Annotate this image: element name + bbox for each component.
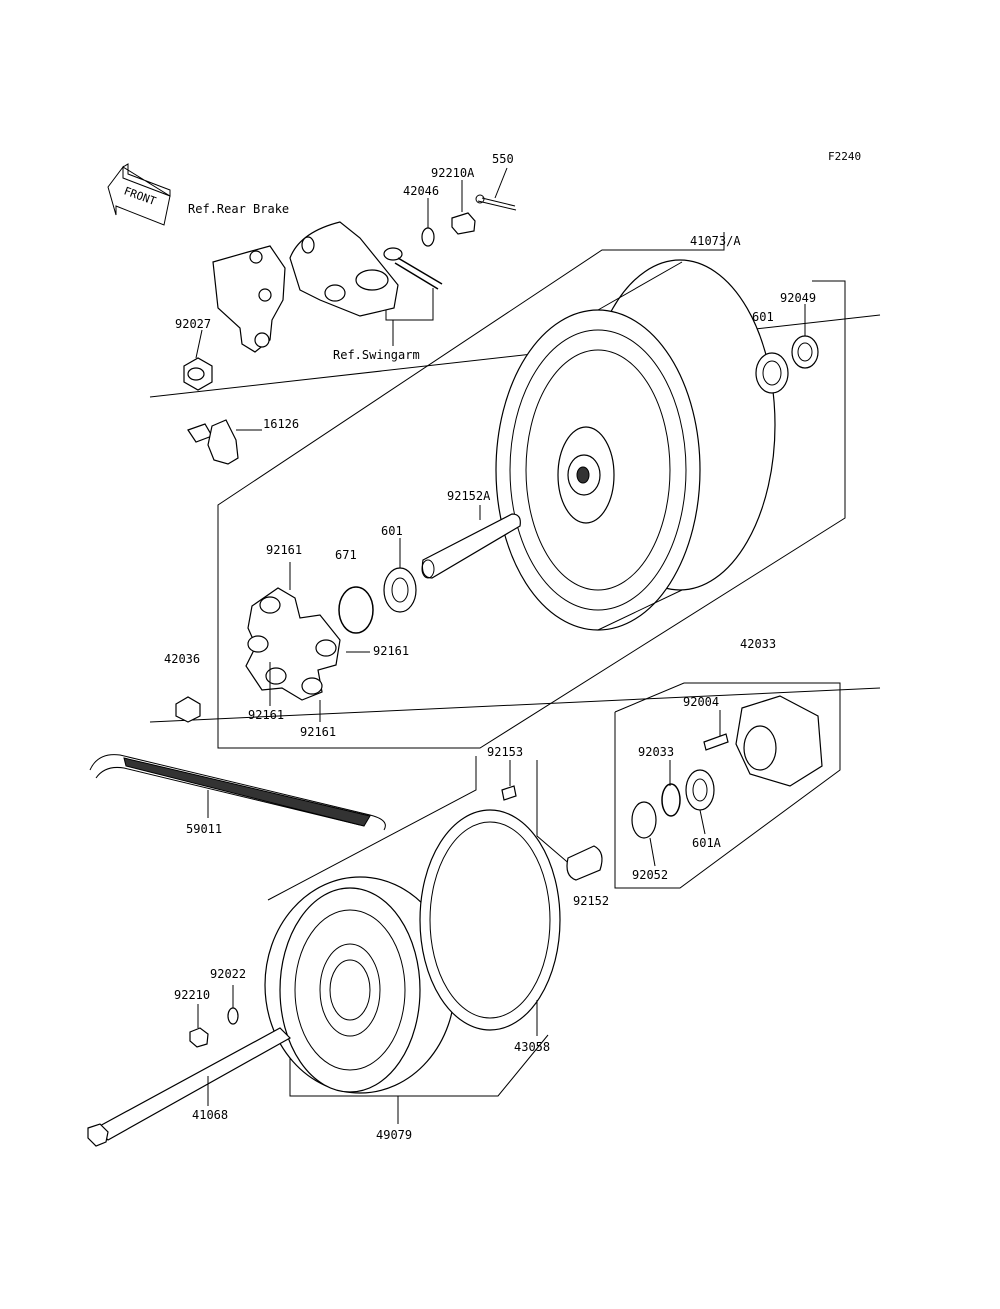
part-label-601-mid[interactable]: 601 — [381, 524, 403, 538]
part-label-59011[interactable]: 59011 — [186, 822, 223, 836]
rear-wheel — [495, 259, 776, 631]
cotter-pin-550 — [475, 194, 517, 211]
front-arrow-label: FRONT — [122, 184, 158, 208]
part-label-92153[interactable]: 92153 — [487, 745, 524, 759]
leader-lines — [195, 167, 806, 1124]
part-label-92004[interactable]: 92004 — [683, 695, 720, 709]
wheel-group-outline — [217, 232, 846, 749]
collar-42036 — [175, 696, 201, 723]
part-label-92052[interactable]: 92052 — [632, 868, 669, 882]
figure-code: F2240 — [828, 150, 862, 163]
part-label-92161-d[interactable]: 92161 — [300, 725, 337, 739]
part-label-601a[interactable]: 601A — [692, 836, 721, 850]
o-ring-671 — [338, 586, 374, 634]
bearing-601-mid — [383, 567, 417, 613]
hub-42033 — [735, 695, 823, 787]
axle-centerlines — [149, 314, 881, 723]
part-label-92152a[interactable]: 92152A — [447, 489, 491, 503]
axle-41068 — [87, 1027, 291, 1147]
part-label-41073a[interactable]: 41073/A — [690, 234, 741, 248]
seal-92052 — [631, 801, 657, 839]
collar-92152 — [566, 845, 603, 881]
brake-bracket — [212, 221, 399, 353]
drive-belt-59011 — [89, 754, 386, 831]
part-label-550[interactable]: 550 — [492, 152, 514, 166]
seal-92049 — [791, 335, 819, 369]
part-label-92210[interactable]: 92210 — [174, 988, 211, 1002]
part-label-92161-b[interactable]: 92161 — [373, 644, 410, 658]
part-label-92210a[interactable]: 92210A — [431, 166, 475, 180]
part-label-92033[interactable]: 92033 — [638, 745, 675, 759]
bearing-601-top — [755, 352, 789, 394]
stud-92004 — [703, 733, 729, 751]
washer-92022 — [227, 1007, 239, 1025]
nut-92210 — [189, 1027, 209, 1048]
part-label-42046[interactable]: 42046 — [403, 184, 440, 198]
damper-92161 — [245, 587, 341, 701]
circlip-92033 — [661, 783, 681, 817]
front-arrow-icon: FRONT — [107, 163, 171, 226]
part-label-42036[interactable]: 42036 — [164, 652, 201, 666]
ref-swingarm-label: Ref.Swingarm — [333, 348, 420, 362]
washer-42046 — [421, 227, 435, 247]
part-label-92152[interactable]: 92152 — [573, 894, 610, 908]
part-label-601-top[interactable]: 601 — [752, 310, 774, 324]
part-label-671[interactable]: 671 — [335, 548, 357, 562]
collar-92027 — [183, 357, 213, 391]
part-label-92022[interactable]: 92022 — [210, 967, 247, 981]
adjuster-bolt — [383, 247, 443, 290]
spacer-92152a — [421, 513, 521, 579]
nut-92210a — [451, 212, 476, 235]
part-label-16126[interactable]: 16126 — [263, 417, 300, 431]
part-label-92027[interactable]: 92027 — [175, 317, 212, 331]
sprocket-group-outline — [267, 756, 573, 1097]
hub-group-outline — [614, 682, 841, 889]
part-label-49079[interactable]: 49079 — [376, 1128, 413, 1142]
part-label-43058[interactable]: 43058 — [514, 1040, 551, 1054]
part-label-92161-a[interactable]: 92161 — [266, 543, 303, 557]
sprocket-49079 — [264, 876, 456, 1094]
bolt-92153 — [501, 785, 517, 801]
part-label-42033[interactable]: 42033 — [740, 637, 777, 651]
part-label-92049[interactable]: 92049 — [780, 291, 817, 305]
part-label-92161-c[interactable]: 92161 — [248, 708, 285, 722]
ref-rear-brake-label: Ref.Rear Brake — [188, 202, 290, 216]
cover-43058 — [419, 809, 561, 1031]
bearing-601a — [685, 769, 715, 811]
part-label-41068[interactable]: 41068 — [192, 1108, 229, 1122]
valve-16126 — [187, 419, 239, 465]
